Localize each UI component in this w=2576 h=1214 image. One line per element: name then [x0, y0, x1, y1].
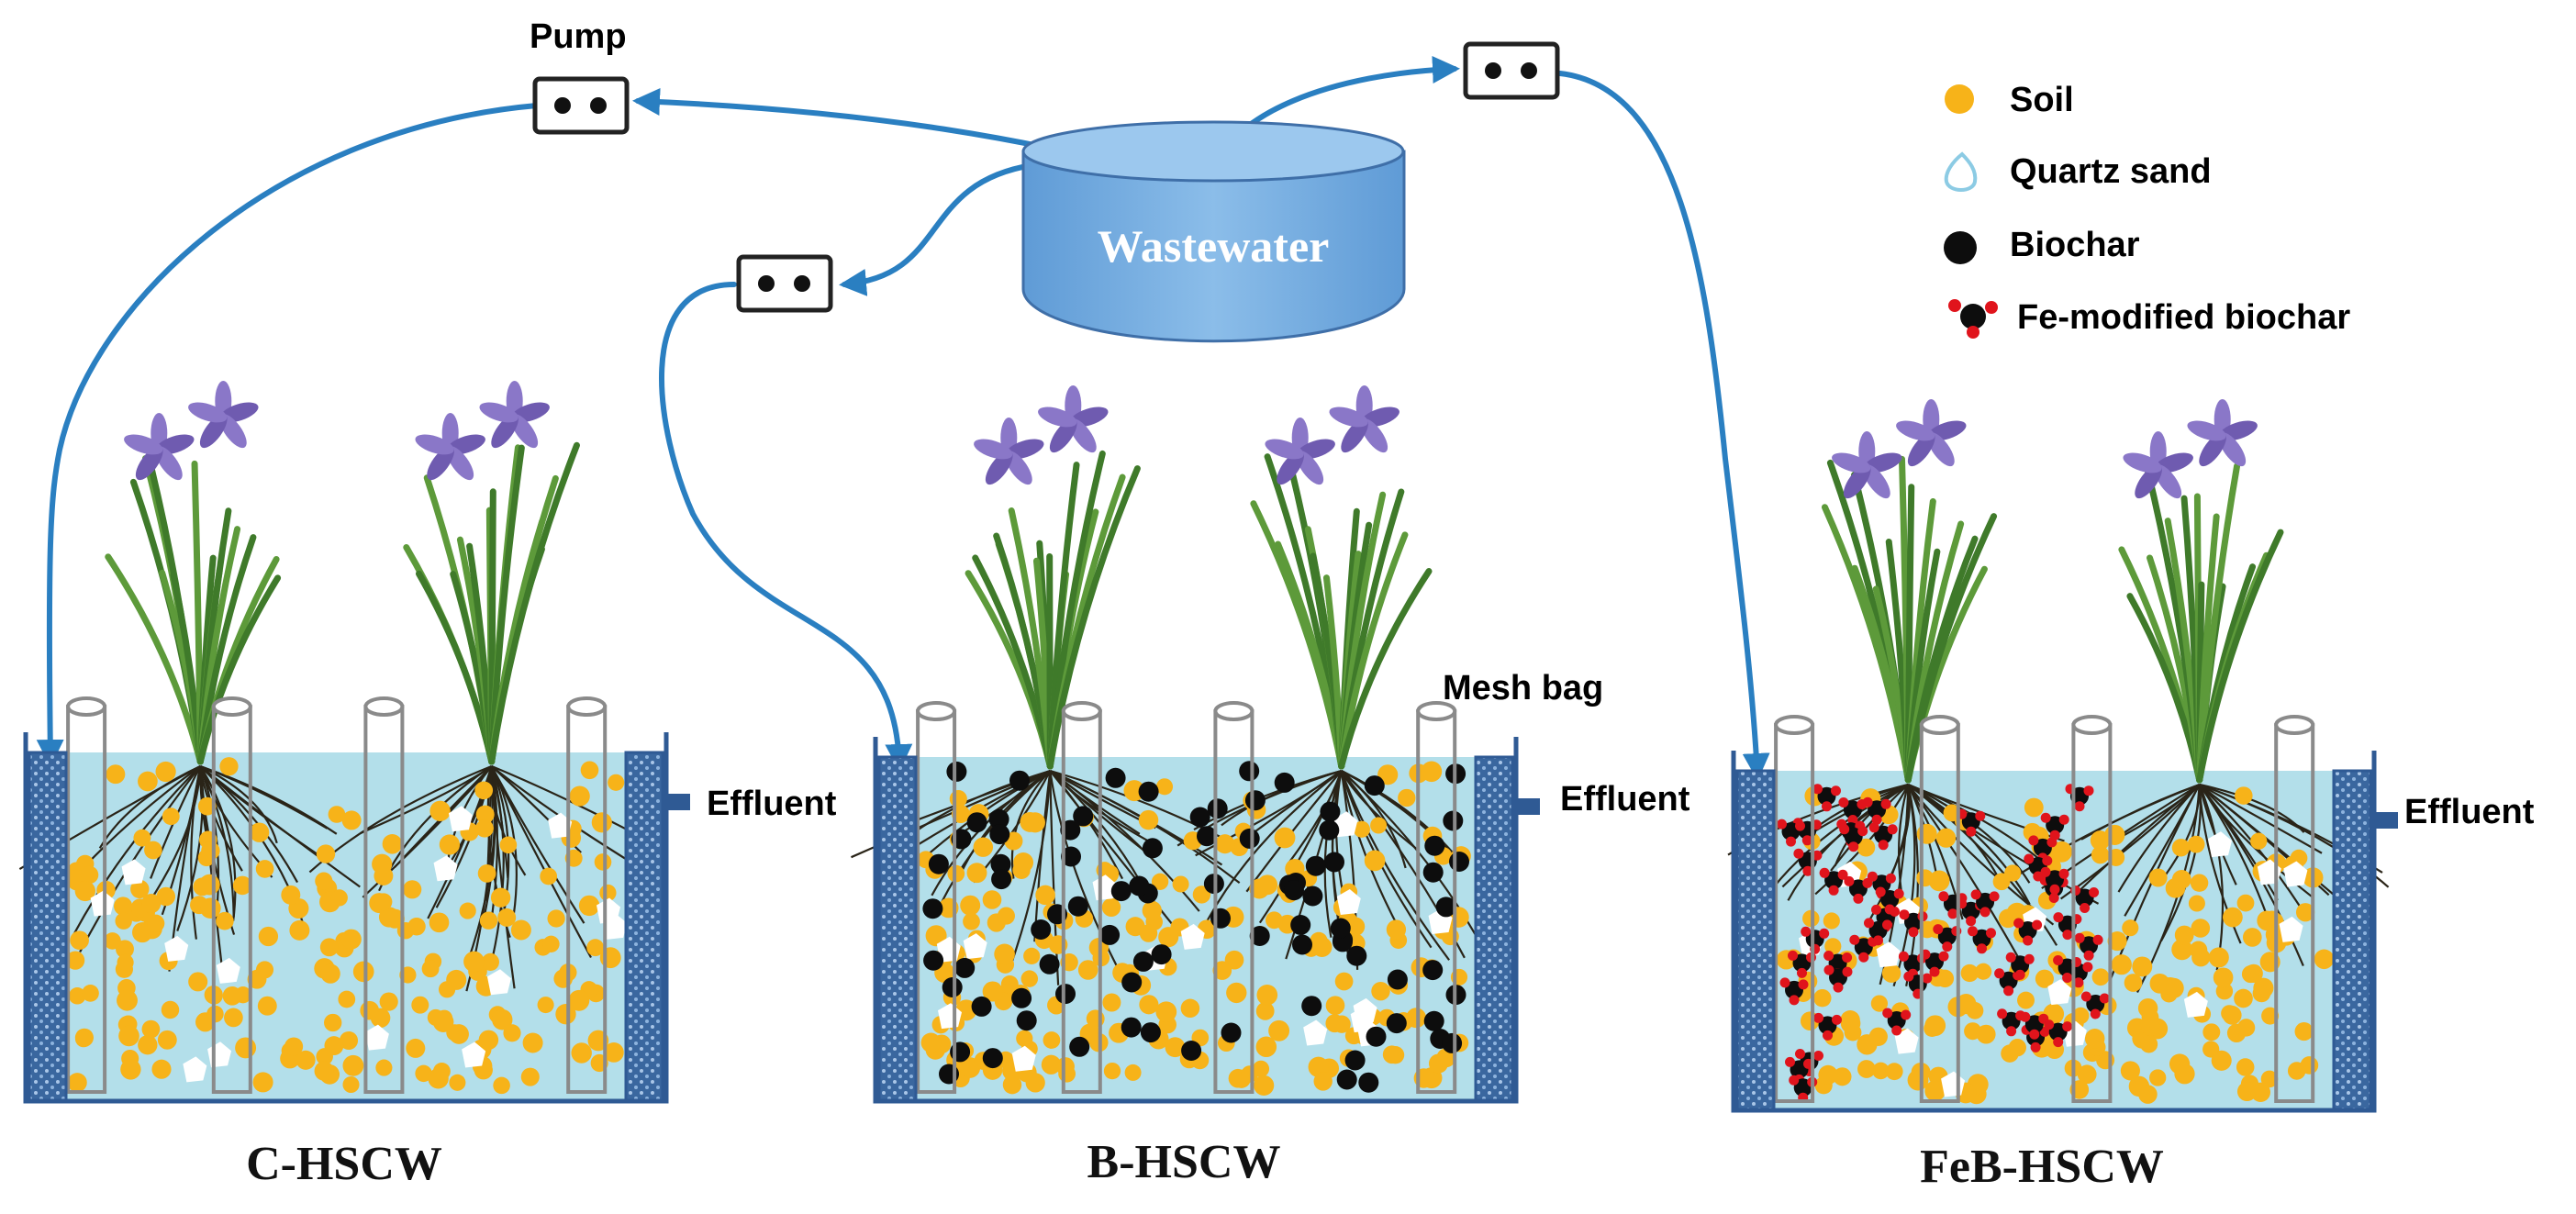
mesh-bag-label: Mesh bag	[1443, 669, 1603, 707]
legend-item-fe-modified-biochar: Fe-modified biochar	[1948, 298, 2350, 339]
pump-label: Pump	[530, 17, 627, 56]
mesh-bag	[1213, 701, 1255, 1094]
iris-plant	[2001, 399, 2390, 994]
mesh-bag	[2274, 715, 2315, 1103]
legend-label-fe-modified-biochar: Fe-modified biochar	[2017, 298, 2350, 337]
effluent-outlet	[1516, 798, 1540, 815]
wetland-title-c-hscw: C-HSCW	[246, 1138, 442, 1190]
legend-item-quartz-sand: Quartz sand	[1944, 151, 2212, 192]
wetland-title-feb-hscw: FeB-HSCW	[1920, 1141, 2164, 1193]
legend-label-biochar: Biochar	[2010, 226, 2140, 264]
iris-plant	[308, 381, 641, 992]
tank-wall	[873, 737, 1519, 1104]
effluent-outlet	[2374, 812, 2398, 829]
inlet-gravel-zone	[1735, 769, 1776, 1112]
effluent-outlet	[666, 794, 690, 810]
mesh-bag	[916, 701, 957, 1094]
pipe-network	[36, 55, 1770, 781]
mesh-bag	[211, 696, 252, 1094]
mesh-bag	[1919, 715, 1960, 1103]
effluent-label-c-hscw: Effluent	[707, 785, 837, 823]
pump-middle	[736, 254, 833, 313]
fe-biochar-marker	[1948, 299, 1998, 339]
mesh-bag	[566, 696, 608, 1094]
inlet-gravel-zone	[28, 751, 68, 1103]
pump-right	[1463, 41, 1560, 100]
wetland-feb	[1727, 399, 2398, 1113]
wetland-c	[18, 381, 690, 1104]
pipe-pump-right-to-feb-hscw	[1557, 71, 1770, 781]
effluent-label-feb-hscw: Effluent	[2404, 793, 2535, 831]
tank-wall	[23, 732, 669, 1104]
quartz-sand-marker	[1944, 151, 1978, 192]
inlet-gravel-zone	[877, 755, 918, 1103]
mesh-bag	[1061, 701, 1102, 1094]
mesh-bag	[363, 696, 405, 1094]
pump-left	[532, 76, 630, 135]
tank-wall	[1731, 751, 2377, 1113]
legend: Soil Quartz sand Biochar Fe-modified bio…	[1944, 81, 2350, 339]
wastewater-tank: Wastewater	[1021, 120, 1406, 343]
pipe-tank-to-pump-middle	[839, 162, 1035, 296]
legend-item-soil: Soil	[1945, 81, 2074, 119]
legend-label-quartz-sand: Quartz sand	[2010, 152, 2212, 191]
wetland-title-b-hscw: B-HSCW	[1087, 1136, 1281, 1188]
biochar-marker	[1944, 231, 1977, 264]
outlet-gravel-zone	[2332, 769, 2372, 1112]
mesh-bag	[1774, 715, 1815, 1103]
effluent-label-b-hscw: Effluent	[1560, 780, 1690, 819]
legend-item-biochar: Biochar	[1944, 226, 2140, 264]
mesh-bag	[2071, 715, 2113, 1103]
mesh-bag	[1416, 701, 1457, 1094]
soil-marker	[1945, 84, 1974, 114]
outlet-gravel-zone	[624, 751, 664, 1103]
pipe-pump-left-to-c-hscw	[36, 103, 540, 767]
outlet-gravel-zone	[1474, 755, 1514, 1103]
mesh-bag	[66, 696, 107, 1094]
wastewater-label: Wastewater	[1098, 220, 1330, 272]
legend-label-soil: Soil	[2010, 81, 2074, 119]
pipe-pump-middle-to-b-hscw	[659, 282, 913, 772]
wetland-b	[851, 385, 1540, 1104]
